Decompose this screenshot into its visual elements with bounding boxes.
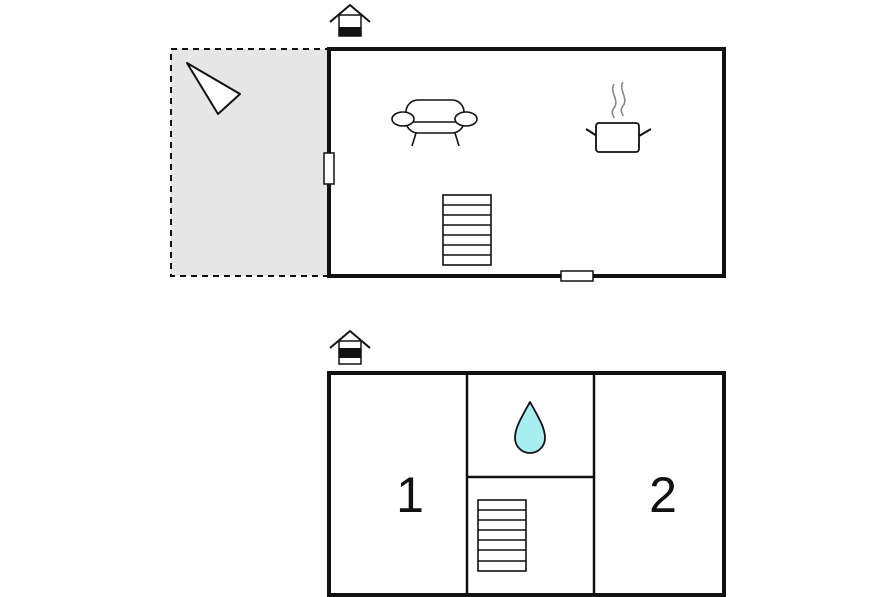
house-level-icon-ground: [329, 3, 371, 37]
terrace: [170, 48, 330, 277]
water-drop-icon: [514, 401, 546, 454]
living-room: [327, 47, 726, 278]
staircase-icon-upper: [477, 499, 527, 572]
sun-lounger-icon: [186, 62, 241, 115]
staircase-icon: [442, 194, 492, 266]
upper-floor: 1 2: [327, 329, 726, 597]
sofa-icon: [391, 99, 478, 147]
room-2-number: 2: [649, 467, 677, 523]
door-bottom: [560, 270, 594, 282]
room-1-number: 1: [396, 467, 424, 523]
house-level-icon-upper: [329, 329, 371, 365]
door-left: [323, 152, 335, 185]
cooking-pot-icon: [585, 81, 652, 153]
ground-floor: [170, 3, 726, 282]
